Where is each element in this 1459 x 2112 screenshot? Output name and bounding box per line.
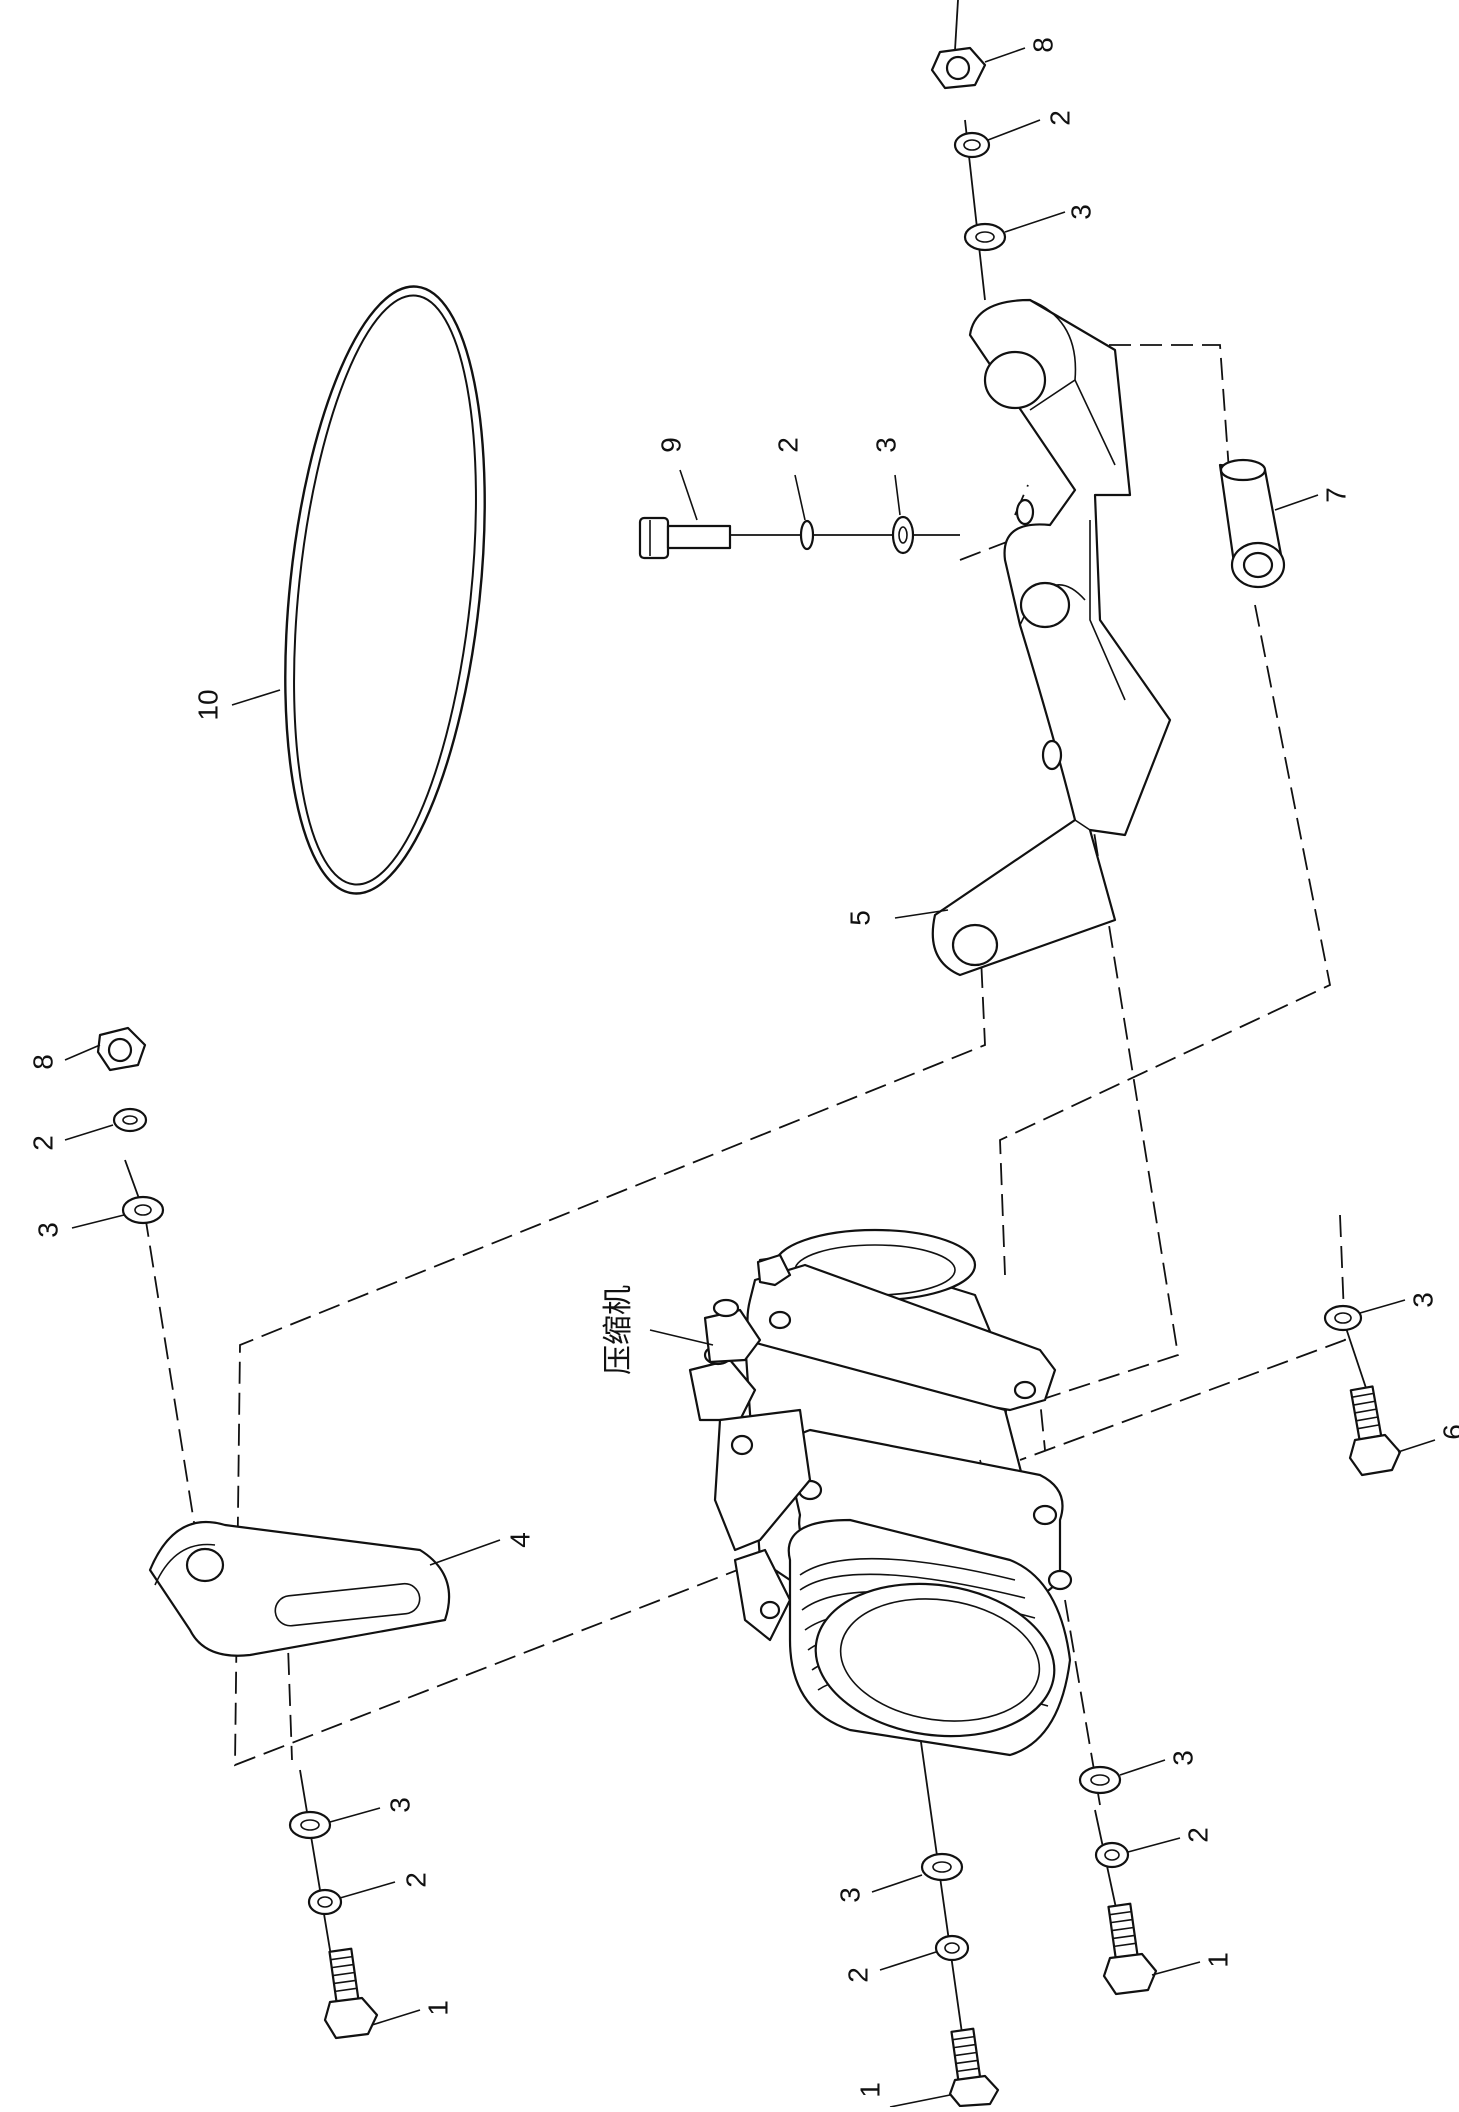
callout-3-left: 3: [32, 1222, 63, 1238]
leader-lines: [64, 47, 1436, 2108]
callout-1-lower-right: 1: [1202, 1952, 1233, 1968]
callout-2-top: 2: [1044, 110, 1075, 126]
callout-10: 10: [192, 689, 223, 720]
top-right-hardware: [930, 46, 1007, 252]
bolt9-washers: [799, 515, 915, 555]
compressor-part: [688, 1228, 1073, 1757]
callout-3-lower-left: 3: [384, 1797, 415, 1813]
callout-2-lower-right: 2: [1182, 1827, 1213, 1843]
callout-8-top: 8: [1027, 37, 1058, 53]
callout-1-lower-middle: 1: [854, 2082, 885, 2098]
callout-3-bolt9: 3: [870, 437, 901, 453]
callout-9: 9: [655, 437, 686, 453]
callout-3-bolt6: 3: [1407, 1292, 1438, 1308]
bolt1-left-stack: [288, 1810, 379, 2040]
spacer-sleeve-part: [1218, 458, 1286, 589]
axis-lines: [124, 0, 1371, 2091]
callout-4: 4: [504, 1532, 535, 1548]
alignment-lines: [144, 344, 1346, 1806]
callout-3-lower-right: 3: [1167, 1750, 1198, 1766]
callout-7: 7: [1320, 487, 1351, 503]
callout-2-bolt9: 2: [772, 437, 803, 453]
callout-6: 6: [1437, 1424, 1459, 1440]
bolt1-right-stack: [1078, 1765, 1158, 1996]
adjuster-arm-part: [148, 1520, 451, 1657]
mounting-bracket-part: [931, 298, 1172, 977]
callout-labels: 8 2 3 9 2 3 7 10 5 8 2 3 4 3 6 3 2 1 3 2…: [27, 37, 1459, 2098]
compressor-label: 压缩机: [601, 1285, 636, 1375]
bolt6-stack: [1323, 1304, 1402, 1477]
callout-3-lower-middle: 3: [834, 1887, 865, 1903]
long-bolt-part: [638, 516, 732, 560]
callout-8-left: 8: [27, 1054, 58, 1070]
callout-1-lower-left: 1: [422, 2000, 453, 2016]
belt-part: [284, 285, 486, 895]
callout-2-lower-left: 2: [400, 1872, 431, 1888]
callout-3-top: 3: [1065, 204, 1096, 220]
bolt1-middle-stack: [920, 1852, 1000, 2108]
left-hardware-stack: [96, 1026, 165, 1225]
callout-2-left: 2: [27, 1135, 58, 1151]
callout-5: 5: [844, 910, 875, 926]
callout-2-lower-middle: 2: [842, 1967, 873, 1983]
